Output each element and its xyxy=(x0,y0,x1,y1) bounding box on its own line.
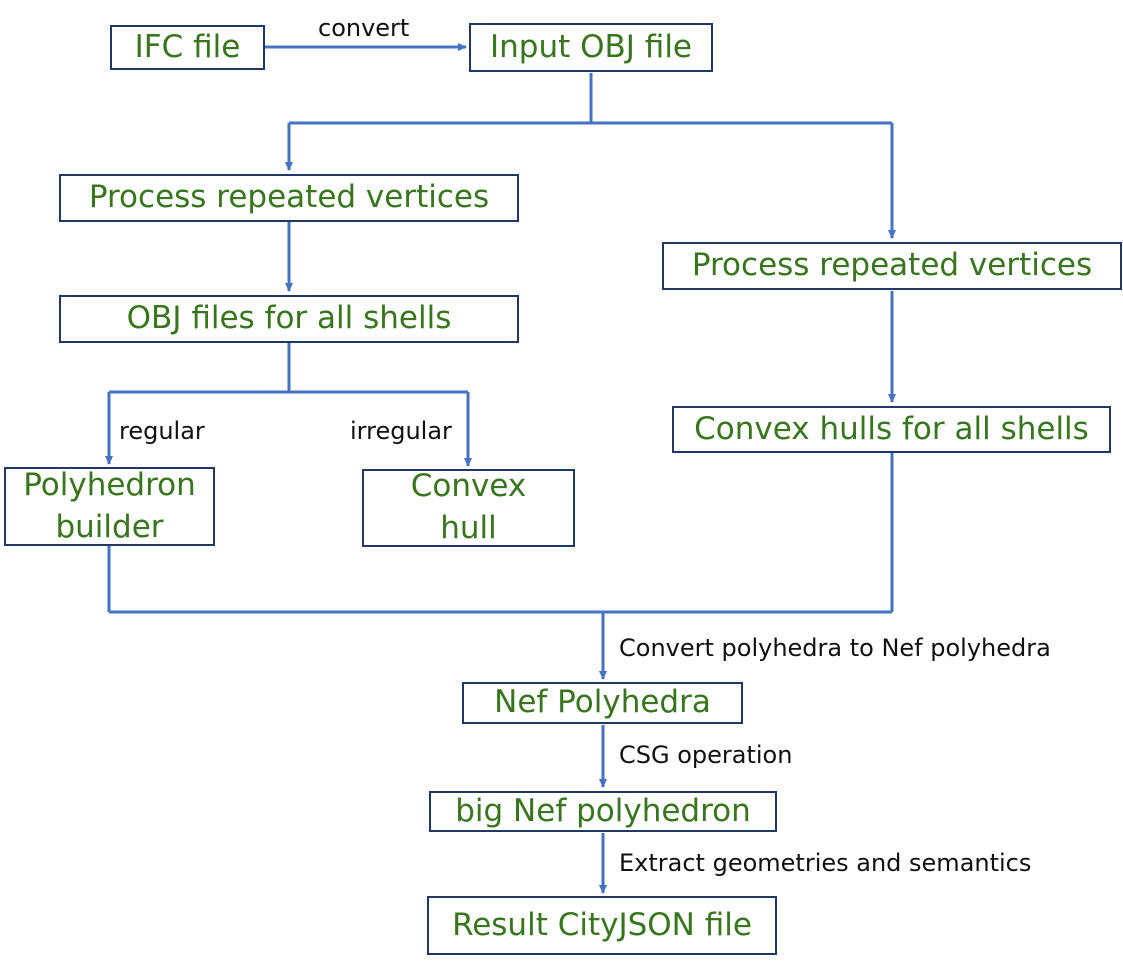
node-result-cityjson-file: Result CityJSON file xyxy=(427,896,777,955)
edge-label-irregular: irregular xyxy=(350,417,452,445)
node-big-nef-polyhedron: big Nef polyhedron xyxy=(429,791,777,832)
edge-label-convert: convert xyxy=(318,14,410,42)
node-ifc-file: IFC file xyxy=(110,25,265,70)
node-convex-hulls-all-shells: Convex hulls for all shells xyxy=(672,406,1111,453)
edge-label-regular: regular xyxy=(119,417,205,445)
edge-label-convert-to-nef: Convert polyhedra to Nef polyhedra xyxy=(619,634,1051,662)
edge-label-extract: Extract geometries and semantics xyxy=(619,849,1032,877)
edge-label-csg-operation: CSG operation xyxy=(619,741,793,769)
node-process-repeated-vertices-left: Process repeated vertices xyxy=(59,174,519,222)
node-convex-hull: Convex hull xyxy=(362,468,575,547)
node-polyhedron-builder: Polyhedron builder xyxy=(4,467,215,546)
node-nef-polyhedra: Nef Polyhedra xyxy=(462,682,743,724)
node-process-repeated-vertices-right: Process repeated vertices xyxy=(662,242,1122,290)
node-obj-files-all-shells: OBJ files for all shells xyxy=(59,295,519,343)
node-input-obj-file: Input OBJ file xyxy=(469,23,713,72)
